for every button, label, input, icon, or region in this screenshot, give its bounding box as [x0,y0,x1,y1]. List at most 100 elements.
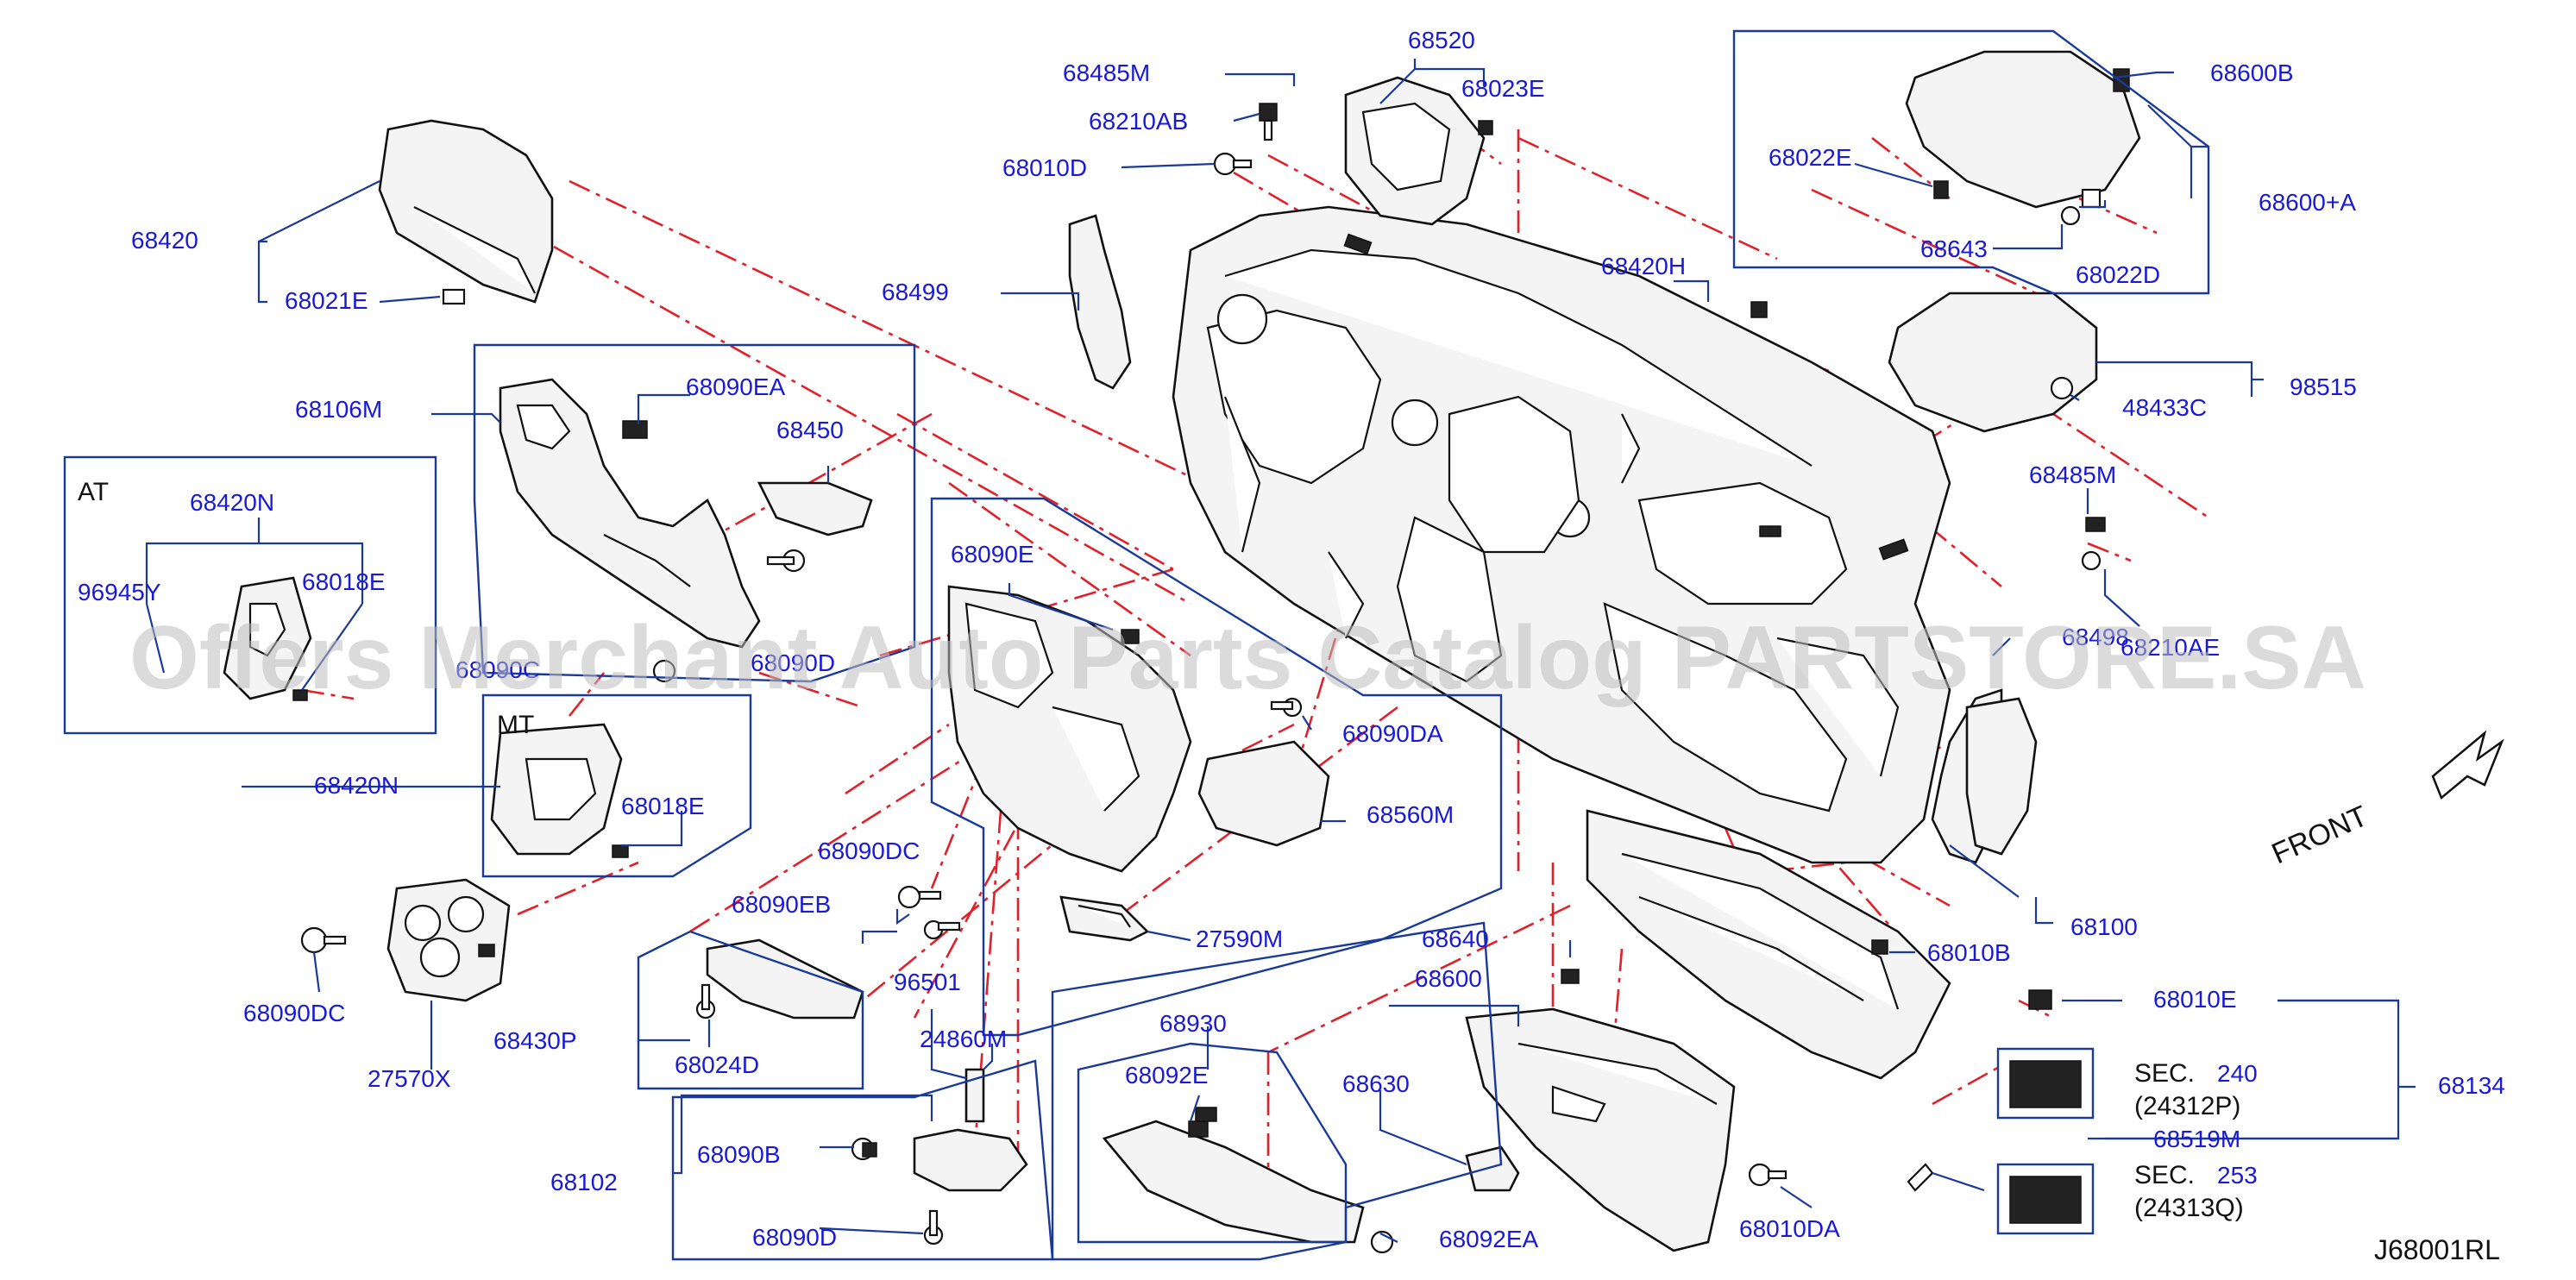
label-68090D-bottom: 68090D [752,1224,837,1251]
pocket-68430P [706,938,864,1020]
box-68102 [671,1059,1054,1261]
label-68090EB: 68090EB [732,891,831,918]
label-68010DA: 68010DA [1739,1215,1840,1242]
cover-68600A [1905,50,2141,209]
center-cluster-68090E [947,585,1192,873]
instrument-panel-outline [1172,205,1951,864]
label-68102: 68102 [550,1169,618,1195]
label-68010D: 68010D [1002,154,1087,181]
label-68100: 68100 [2070,913,2138,940]
label-68499: 68499 [882,279,949,305]
label-68090EA: 68090EA [686,373,786,400]
fasteners [292,103,2106,1254]
part-27590M [1059,895,1150,942]
bracket-68560M [1197,740,1330,847]
latch-68630 [1465,1145,1520,1192]
box-68106M [473,343,916,683]
label-68420: 68420 [131,227,198,254]
label-68090B: 68090B [697,1141,781,1168]
at-finisher [223,576,312,700]
switch-panel-27570X [386,878,511,1002]
label-68643: 68643 [1920,235,1988,262]
label-68090DC-left: 68090DC [243,1000,345,1026]
label-68210AB: 68210AB [1089,108,1188,135]
display-cover-68520 [1344,76,1486,226]
label-68640: 68640 [1422,925,1489,952]
label-68600A: 68600+A [2259,189,2356,216]
part-96501 [913,1068,1028,1192]
label-27570X: 27570X [368,1065,451,1092]
label-sec2-num: 253 [2217,1162,2258,1189]
panel-68930 [1102,1120,1365,1244]
label-96501: 96501 [894,969,961,995]
label-68106M: 68106M [295,396,382,423]
label-68600B: 68600B [2210,60,2294,86]
label-68018E-mt: 68018E [621,793,705,819]
label-box-at: AT [78,478,109,506]
label-68090DC-center: 68090DC [818,838,920,864]
label-68134: 68134 [2438,1072,2505,1099]
label-68420N-mt: 68420N [314,772,399,799]
side-finisher-68499 [1068,214,1132,390]
label-68090DA: 68090DA [1342,720,1443,747]
label-68010B: 68010B [1927,939,2011,966]
box-at [63,455,437,735]
glove-box-lid-68600 [1465,1007,1736,1252]
leader-lines [145,59,2416,1243]
label-68210AE: 68210AE [2120,634,2220,661]
label-68010E: 68010E [2153,986,2237,1013]
label-68420H: 68420H [1601,253,1686,279]
label-68600: 68600 [1415,965,1482,992]
label-sec1-sub: (24312P) [2134,1092,2240,1120]
label-68498: 68498 [2062,624,2129,650]
label-68430P: 68430P [493,1027,577,1054]
mt-finisher [490,723,623,856]
label-98515: 98515 [2290,373,2357,400]
label-68092EA: 68092EA [1439,1226,1539,1252]
label-sec2-prefix: SEC. [2134,1161,2195,1189]
label-68519M: 68519M [2153,1126,2240,1152]
label-68450: 68450 [776,417,844,443]
label-68090C: 68090C [456,656,540,683]
label-68018E-at: 68018E [302,568,386,595]
label-box-mt: MT [497,711,534,739]
label-68090E: 68090E [951,541,1034,568]
group-boxes [63,29,2210,1261]
label-68022D: 68022D [2076,261,2160,288]
label-68420N-at: 68420N [190,489,274,516]
label-sec1-num: 240 [2217,1060,2258,1087]
label-sec1-prefix: SEC. [2134,1059,2195,1088]
cup-68450 [757,481,873,536]
label-68090D-top: 68090D [751,649,835,676]
label-68092E: 68092E [1125,1062,1209,1089]
label-68021E: 68021E [285,287,368,314]
reference-code: J68001RL [2374,1234,2500,1265]
front-arrow [2431,730,2504,800]
label-68022E: 68022E [1769,144,1852,171]
label-68024D: 68024D [675,1051,759,1078]
box-68930 [1077,1042,1348,1244]
label-68520: 68520 [1408,27,1475,53]
part-labels: 68420 68021E 68106M 68090EA 68450 AT 684… [78,27,2505,1265]
label-27590M: 27590M [1196,925,1283,952]
box-mt [481,693,752,878]
sec-240-box [1996,1047,2095,1120]
cover-98515 [1888,292,2098,433]
label-48433C: 48433C [2122,394,2207,421]
front-label: FRONT [2267,800,2372,870]
panel-68100 [1965,697,2038,856]
box-68600A [1732,29,2210,295]
label-68560M: 68560M [1367,801,1454,828]
lower-panel-68106M [499,378,761,649]
label-68630: 68630 [1342,1070,1410,1097]
box-68430P [637,930,864,1090]
label-96945Y: 96945Y [78,579,161,605]
label-68485M-right: 68485M [2029,461,2116,488]
glove-box-outer [1586,809,1951,1080]
sec-253-box [1996,1163,2095,1235]
label-68485M-top: 68485M [1063,60,1150,86]
label-sec2-sub: (24313Q) [2134,1194,2244,1222]
label-68930: 68930 [1159,1010,1227,1037]
watermark-text: Offers Merchant Auto Parts Catalog PARTS… [129,608,2366,708]
